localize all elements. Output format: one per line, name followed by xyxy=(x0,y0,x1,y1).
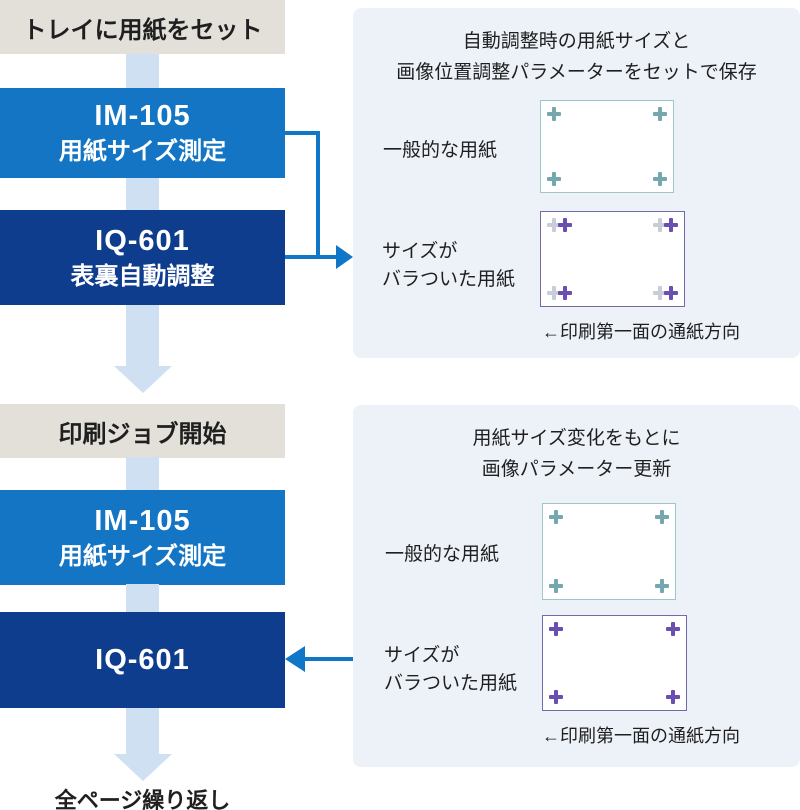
flow-connector xyxy=(126,457,159,491)
registration-mark-icon xyxy=(655,510,669,524)
registration-mark-icon xyxy=(558,286,572,300)
registration-mark-ghost-icon xyxy=(653,218,667,232)
registration-mark-icon xyxy=(664,218,678,232)
panel-title: 用紙サイズ変化をもとに 画像パラメーター更新 xyxy=(353,423,800,485)
flow-arrow-stem xyxy=(126,305,159,367)
repeat-all-pages-label: 全ページ繰り返し xyxy=(54,788,231,810)
registration-mark-icon xyxy=(558,218,572,232)
registration-mark-icon xyxy=(666,622,680,636)
connector-line xyxy=(285,255,336,259)
registration-mark-icon xyxy=(666,690,680,704)
arrow-right-icon xyxy=(336,245,353,269)
registration-mark-icon xyxy=(653,107,667,121)
varied-paper-label-line2: バラついた用紙 xyxy=(382,269,516,290)
normal-paper-label: 一般的な用紙 xyxy=(383,140,498,161)
box-title: IM-105 xyxy=(94,504,191,537)
flow-connector xyxy=(126,584,159,613)
panel-title-line1: 用紙サイズ変化をもとに xyxy=(472,428,681,449)
flow-box-im105-measure-1: IM-105 用紙サイズ測定 xyxy=(0,88,285,178)
panel-title-line2: 画像パラメーター更新 xyxy=(481,459,672,480)
panel-title: 自動調整時の用紙サイズと 画像位置調整パラメーターをセットで保存 xyxy=(353,26,800,88)
panel-title-line2: 画像位置調整パラメーターをセットで保存 xyxy=(396,62,757,83)
flow-box-im105-measure-2: IM-105 用紙サイズ測定 xyxy=(0,490,285,585)
flow-step-set-paper: トレイに用紙をセット xyxy=(0,0,285,54)
feed-direction-caption: ←印刷第一面の通紙方向 xyxy=(542,322,740,342)
box-title: IQ-601 xyxy=(95,224,190,257)
varied-paper-label-line2: バラついた用紙 xyxy=(384,673,518,694)
box-title: IM-105 xyxy=(94,100,191,132)
flow-arrow-stem xyxy=(126,708,159,755)
feed-direction-caption: ←印刷第一面の通紙方向 xyxy=(542,726,740,746)
paper-sheet-normal xyxy=(540,100,674,193)
varied-paper-label-line1: サイズが xyxy=(384,645,460,666)
registration-mark-icon xyxy=(549,690,563,704)
panel-update-parameters: 用紙サイズ変化をもとに 画像パラメーター更新 一般的な用紙 サイズが バラついた… xyxy=(353,405,800,767)
registration-mark-icon xyxy=(549,510,563,524)
varied-paper-label: サイズが バラついた用紙 xyxy=(384,642,517,698)
arrow-down-icon xyxy=(114,366,172,393)
registration-mark-icon xyxy=(549,622,563,636)
registration-mark-ghost-icon xyxy=(653,286,667,300)
flow-connector xyxy=(126,178,159,211)
flow-box-iq601-adjust: IQ-601 表裏自動調整 xyxy=(0,210,285,305)
registration-mark-icon xyxy=(655,579,669,593)
flow-connector xyxy=(126,54,159,89)
registration-mark-icon xyxy=(549,579,563,593)
registration-mark-ghost-icon xyxy=(547,218,561,232)
box-subtitle: 表裏自動調整 xyxy=(70,262,215,290)
connector-line xyxy=(285,131,320,135)
connector-line xyxy=(316,131,320,259)
registration-mark-icon xyxy=(547,107,561,121)
paper-sheet-varied xyxy=(540,211,685,307)
box-title: IQ-601 xyxy=(95,643,190,676)
arrow-left-icon xyxy=(285,646,305,672)
paper-sheet-varied xyxy=(542,615,687,711)
panel-title-line1: 自動調整時の用紙サイズと xyxy=(462,31,691,52)
registration-mark-icon xyxy=(653,172,667,186)
varied-paper-label-line1: サイズが xyxy=(382,241,458,262)
registration-mark-icon xyxy=(547,172,561,186)
flow-step-print-job: 印刷ジョブ開始 xyxy=(0,404,285,458)
box-subtitle: 用紙サイズ測定 xyxy=(58,542,227,570)
registration-mark-icon xyxy=(664,286,678,300)
registration-mark-ghost-icon xyxy=(547,286,561,300)
flow-box-iq601-update: IQ-601 xyxy=(0,612,285,708)
box-subtitle: 用紙サイズ測定 xyxy=(58,138,227,165)
varied-paper-label: サイズが バラついた用紙 xyxy=(382,238,515,294)
connector-line xyxy=(303,657,353,661)
normal-paper-label: 一般的な用紙 xyxy=(385,544,500,565)
paper-sheet-normal xyxy=(542,503,676,600)
arrow-down-icon xyxy=(114,754,172,781)
panel-save-parameters: 自動調整時の用紙サイズと 画像位置調整パラメーターをセットで保存 一般的な用紙 … xyxy=(353,8,800,358)
